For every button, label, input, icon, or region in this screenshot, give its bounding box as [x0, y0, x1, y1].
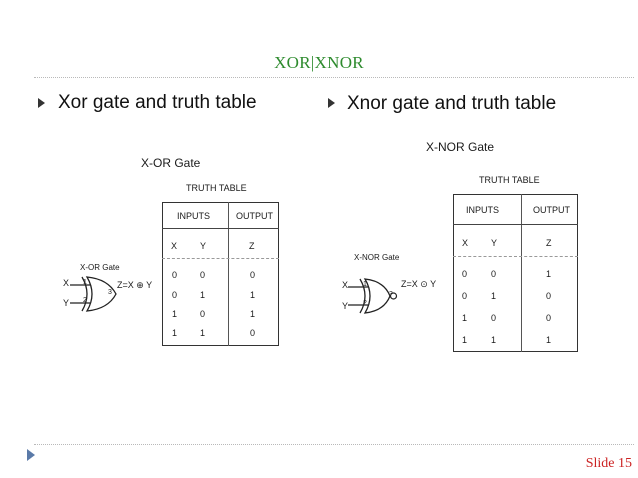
xor-truth-table-title: TRUTH TABLE: [186, 183, 247, 193]
xnor-inputs-header: INPUTS: [466, 205, 500, 215]
xnor-pin-1: 1: [363, 281, 367, 288]
xor-pin-2: 2: [83, 297, 87, 304]
bullet-xnor: Xnor gate and truth table: [347, 92, 567, 130]
footer-triangle-icon: [27, 449, 35, 461]
slide-title: XOR|XNOR: [274, 53, 364, 72]
table-cell: 1: [172, 328, 178, 338]
table-cell: 0: [172, 270, 178, 280]
xor-gate-icon: [70, 276, 117, 312]
table-cell: 1: [491, 291, 497, 301]
xnor-gate-icon: [348, 278, 398, 314]
xor-heading: X-OR Gate: [141, 156, 201, 170]
table-cell: 1: [546, 269, 552, 279]
xnor-col-y: Y: [491, 238, 498, 248]
xor-inputs-header: INPUTS: [177, 211, 211, 221]
xor-table-divider: [228, 202, 229, 346]
xnor-col-z: Z: [546, 238, 552, 248]
bullet-xor: Xor gate and truth table: [58, 92, 257, 113]
xnor-output-header: OUTPUT: [533, 205, 570, 215]
xor-output-header: OUTPUT: [236, 211, 273, 221]
xor-table-subheader-line: [162, 258, 279, 259]
xnor-table-subheader-line: [453, 256, 578, 257]
table-cell: 1: [200, 290, 206, 300]
table-cell: 0: [462, 291, 468, 301]
xnor-output-expr: Z=X ⊙ Y: [401, 279, 437, 289]
xnor-symbol-label: X-NOR Gate: [354, 253, 400, 262]
footer-divider: [34, 444, 634, 445]
xnor-truth-table-title: TRUTH TABLE: [479, 175, 540, 185]
table-cell: 1: [462, 313, 468, 323]
xnor-pin-2: 2: [363, 300, 367, 307]
table-cell: 1: [462, 335, 468, 345]
table-cell: 0: [491, 269, 497, 279]
xor-output-expr: Z=X ⊕ Y: [117, 280, 153, 290]
table-cell: 1: [250, 309, 256, 319]
xor-truth-table: [162, 202, 279, 346]
bullet-xnor-text: Xnor gate and truth table: [347, 93, 557, 114]
xor-col-z: Z: [249, 241, 255, 251]
table-cell: 0: [200, 309, 206, 319]
slide-number: Slide 15: [585, 456, 632, 471]
xnor-input-x: X: [342, 280, 349, 290]
table-cell: 0: [250, 270, 256, 280]
xnor-heading: X-NOR Gate: [426, 140, 495, 154]
xor-symbol-label: X-OR Gate: [80, 263, 120, 272]
table-cell: 0: [200, 270, 206, 280]
bullet-arrow-icon: [328, 98, 335, 108]
xor-input-x: X: [63, 278, 70, 288]
table-cell: 0: [491, 313, 497, 323]
table-cell: 1: [172, 309, 178, 319]
table-cell: 1: [250, 290, 256, 300]
table-cell: 0: [172, 290, 178, 300]
xnor-table-divider: [521, 194, 522, 352]
xor-table-header-line: [162, 228, 279, 229]
table-cell: 0: [546, 291, 552, 301]
xor-col-x: X: [171, 241, 178, 251]
xnor-table-header-line: [453, 224, 578, 225]
table-cell: 1: [200, 328, 206, 338]
xor-pin-3: 3: [108, 289, 112, 296]
bullet-arrow-icon: [38, 98, 45, 108]
xnor-col-x: X: [462, 238, 469, 248]
table-cell: 0: [546, 313, 552, 323]
xor-input-y: Y: [63, 298, 70, 308]
xnor-truth-table: [453, 194, 578, 352]
xor-col-y: Y: [200, 241, 207, 251]
table-cell: 1: [491, 335, 497, 345]
table-cell: 0: [462, 269, 468, 279]
table-cell: 1: [546, 335, 552, 345]
title-divider: [34, 77, 634, 78]
table-cell: 0: [250, 328, 256, 338]
xnor-input-y: Y: [342, 301, 349, 311]
